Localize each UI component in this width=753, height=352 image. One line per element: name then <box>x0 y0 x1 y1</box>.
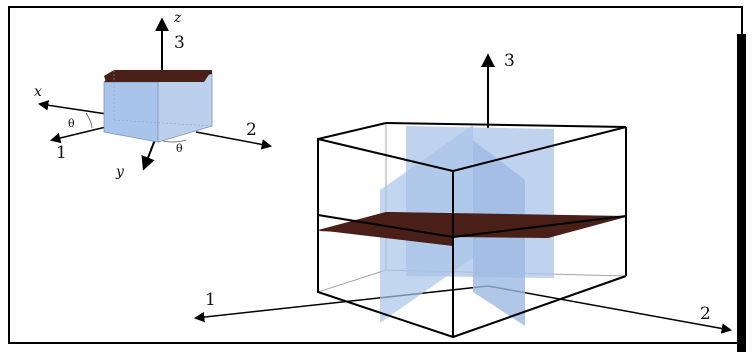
small-2-axis <box>195 131 273 150</box>
frame-right-bar <box>737 34 746 352</box>
small-cube-front-face <box>103 81 159 143</box>
large-horizontal-plane-edge-right <box>452 215 627 238</box>
small-label-2: 2 <box>246 120 257 140</box>
large-label-3: 3 <box>504 51 515 71</box>
large-label-1: 1 <box>205 290 216 310</box>
large-back-top-left <box>317 122 387 140</box>
small-label-x: x <box>34 84 42 100</box>
small-label-1: 1 <box>56 143 67 163</box>
large-horizontal-plane-main <box>318 212 626 238</box>
large-label-2: 2 <box>700 304 711 324</box>
small-1-axis <box>49 125 111 144</box>
large-back-bottom-left <box>317 269 387 293</box>
small-cube-group: z 3 x θ 1 2 θ y <box>34 10 273 180</box>
small-cube-hidden-edge-2 <box>113 119 213 127</box>
large-bottom-right-edge <box>452 275 627 338</box>
large-top-right-edge <box>452 126 627 172</box>
small-cube-top-face-full <box>104 70 212 82</box>
small-label-theta-bottom: θ <box>176 142 183 155</box>
small-label-y: y <box>115 164 125 180</box>
small-label-z: z <box>173 10 182 26</box>
small-label-theta-left: θ <box>68 117 75 130</box>
large-cube-group: 3 1 2 <box>193 51 733 339</box>
large-1-axis <box>193 285 489 323</box>
large-horizontal-plane-edge-front <box>317 214 454 238</box>
large-back-top-right <box>385 122 627 128</box>
small-theta-arc-left <box>85 112 93 129</box>
large-2-axis <box>487 285 733 334</box>
small-cube-right-face <box>157 73 213 143</box>
small-label-3: 3 <box>174 33 185 53</box>
